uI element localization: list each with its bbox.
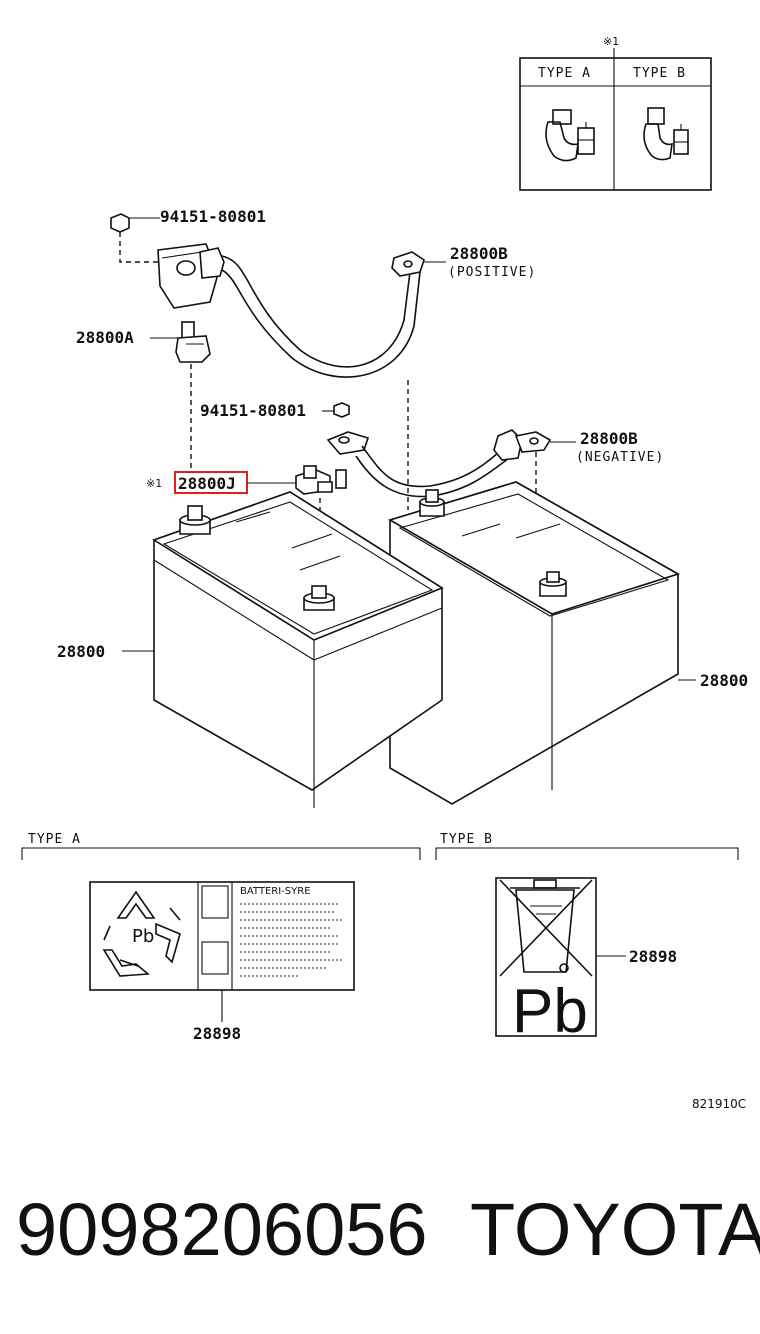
recycle-icon bbox=[102, 890, 181, 977]
nut-top-label: 94151-80801 bbox=[160, 207, 266, 226]
crossed-bin-icon bbox=[499, 879, 593, 977]
section-type-b-header: TYPE B bbox=[440, 832, 493, 847]
negative-cable-part-number: 28800B bbox=[580, 429, 638, 448]
figure-code: 821910C bbox=[692, 1097, 746, 1111]
section-type-a-header: TYPE A bbox=[28, 832, 81, 847]
legend-type-b-header: TYPE B bbox=[633, 66, 686, 81]
battery-left: 28800 bbox=[57, 491, 444, 808]
legend-note-mark: ※1 bbox=[603, 35, 619, 48]
clamp-j-label: 28800J bbox=[178, 474, 236, 493]
label-b-part-number: 28898 bbox=[629, 947, 677, 966]
positive-cable: 28800B (POSITIVE) bbox=[157, 243, 536, 378]
clamp-j-note-mark: ※1 bbox=[146, 477, 162, 490]
label-a-title: BATTERI-SYRE bbox=[240, 886, 311, 897]
type-a-terminal-icon bbox=[545, 109, 595, 162]
nut-mid: 94151-80801 bbox=[200, 401, 350, 420]
negative-cable-description: (NEGATIVE) bbox=[576, 450, 664, 465]
legend-type-a-header: TYPE A bbox=[538, 66, 591, 81]
label-type-section: TYPE A TYPE B bbox=[21, 832, 739, 860]
battery-left-terminal-positive bbox=[179, 505, 211, 535]
type-a-battery-label: Pb BATTERI-SYRE 28898 bbox=[89, 881, 355, 1043]
battery-left-terminal-negative bbox=[303, 585, 335, 611]
positive-cable-part-number: 28800B bbox=[450, 244, 508, 263]
battery-right-terminal-a bbox=[419, 489, 445, 517]
type-b-terminal-icon bbox=[643, 107, 689, 161]
label-a-pb-symbol: Pb bbox=[132, 926, 154, 947]
battery-right-label: 28800 bbox=[700, 671, 748, 690]
type-legend-table: ※1 TYPE A TYPE B bbox=[519, 35, 712, 191]
caption-brand: TOYOTA bbox=[470, 1188, 760, 1271]
caption-part-number: 9098206056 bbox=[16, 1188, 428, 1271]
battery-right: 28800 bbox=[388, 481, 748, 805]
label-a-fine-print bbox=[240, 903, 342, 977]
nut-mid-label: 94151-80801 bbox=[200, 401, 306, 420]
label-b-pb-symbol: Pb bbox=[512, 977, 588, 1046]
battery-right-terminal-b bbox=[539, 571, 567, 597]
clamp-28800a: 28800A bbox=[76, 321, 211, 470]
positive-cable-description: (POSITIVE) bbox=[448, 265, 536, 280]
clamp-28800j: ※1 28800J bbox=[146, 380, 409, 590]
type-b-battery-label: Pb 28898 bbox=[495, 877, 677, 1046]
label-a-part-number: 28898 bbox=[193, 1024, 241, 1043]
battery-left-label: 28800 bbox=[57, 642, 105, 661]
clamp-a-label: 28800A bbox=[76, 328, 134, 347]
nut-top: 94151-80801 bbox=[110, 207, 266, 263]
